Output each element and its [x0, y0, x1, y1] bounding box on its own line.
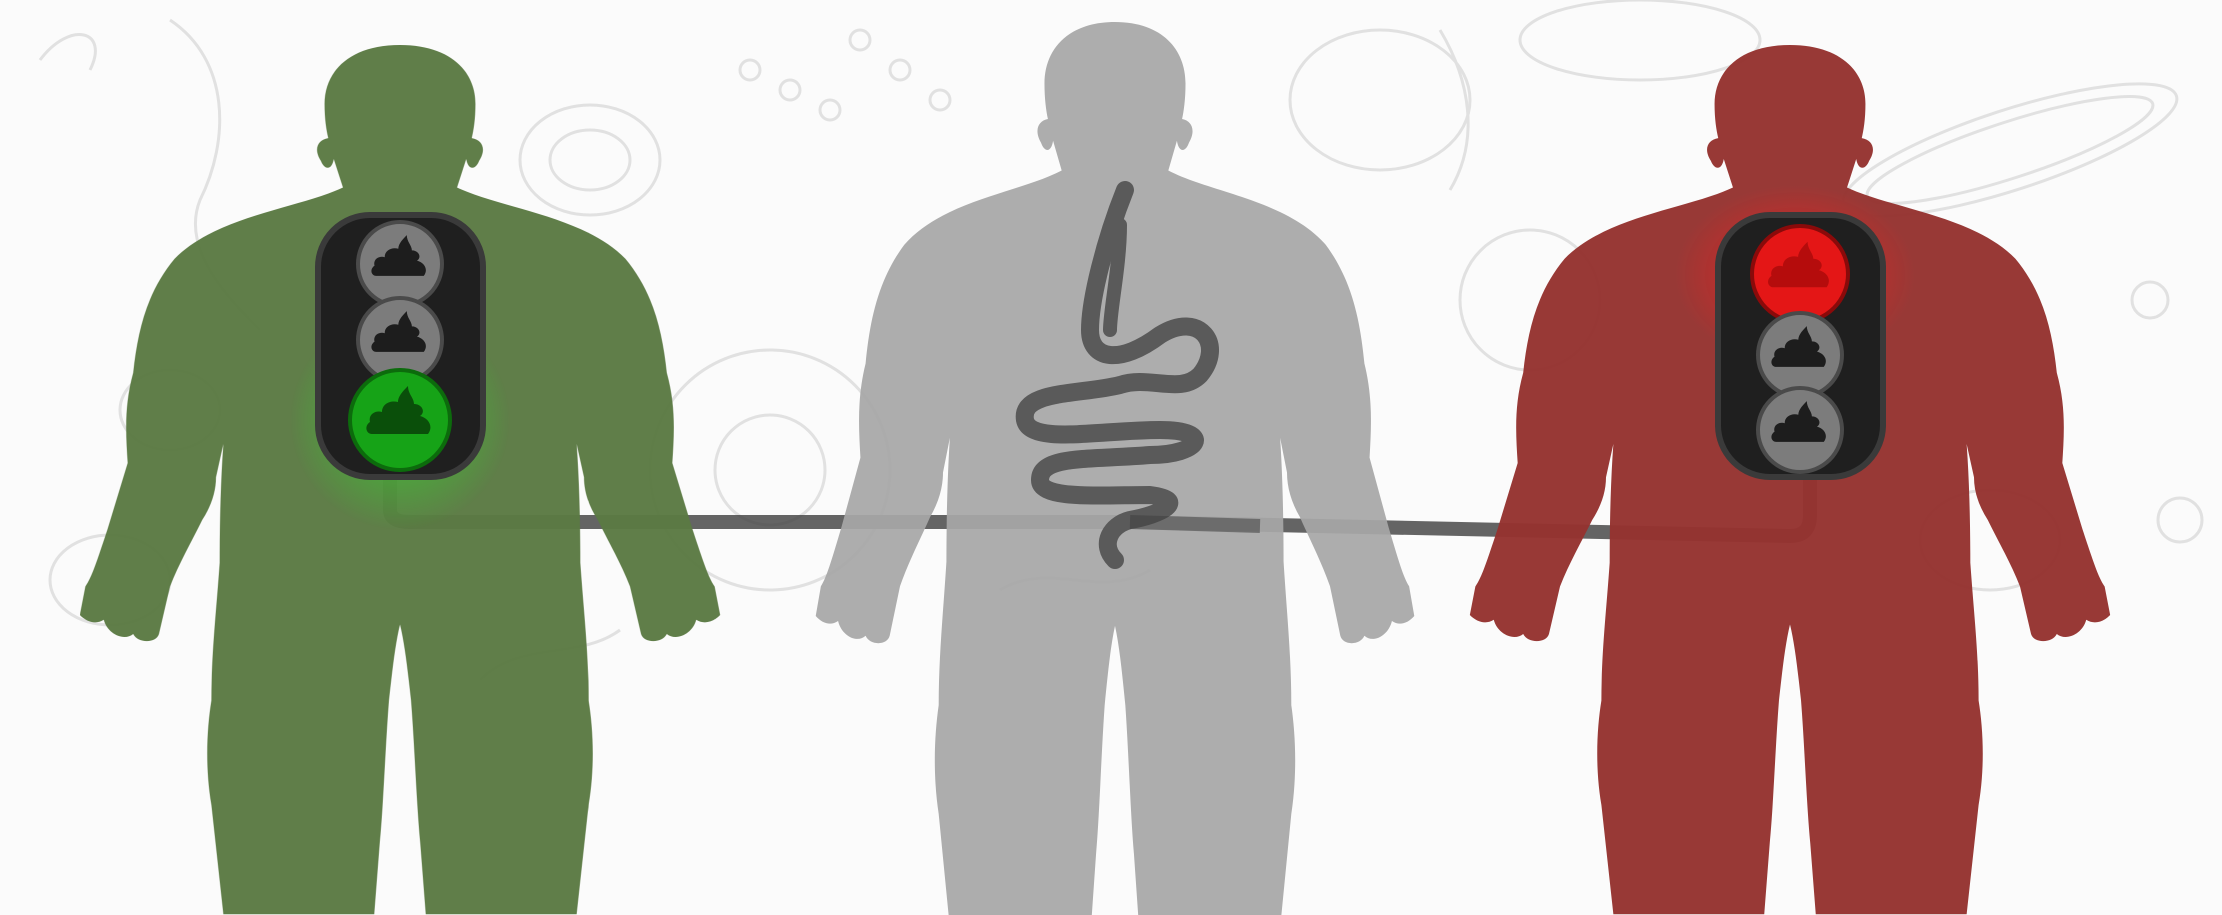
traffic-light-healthy — [290, 215, 510, 530]
